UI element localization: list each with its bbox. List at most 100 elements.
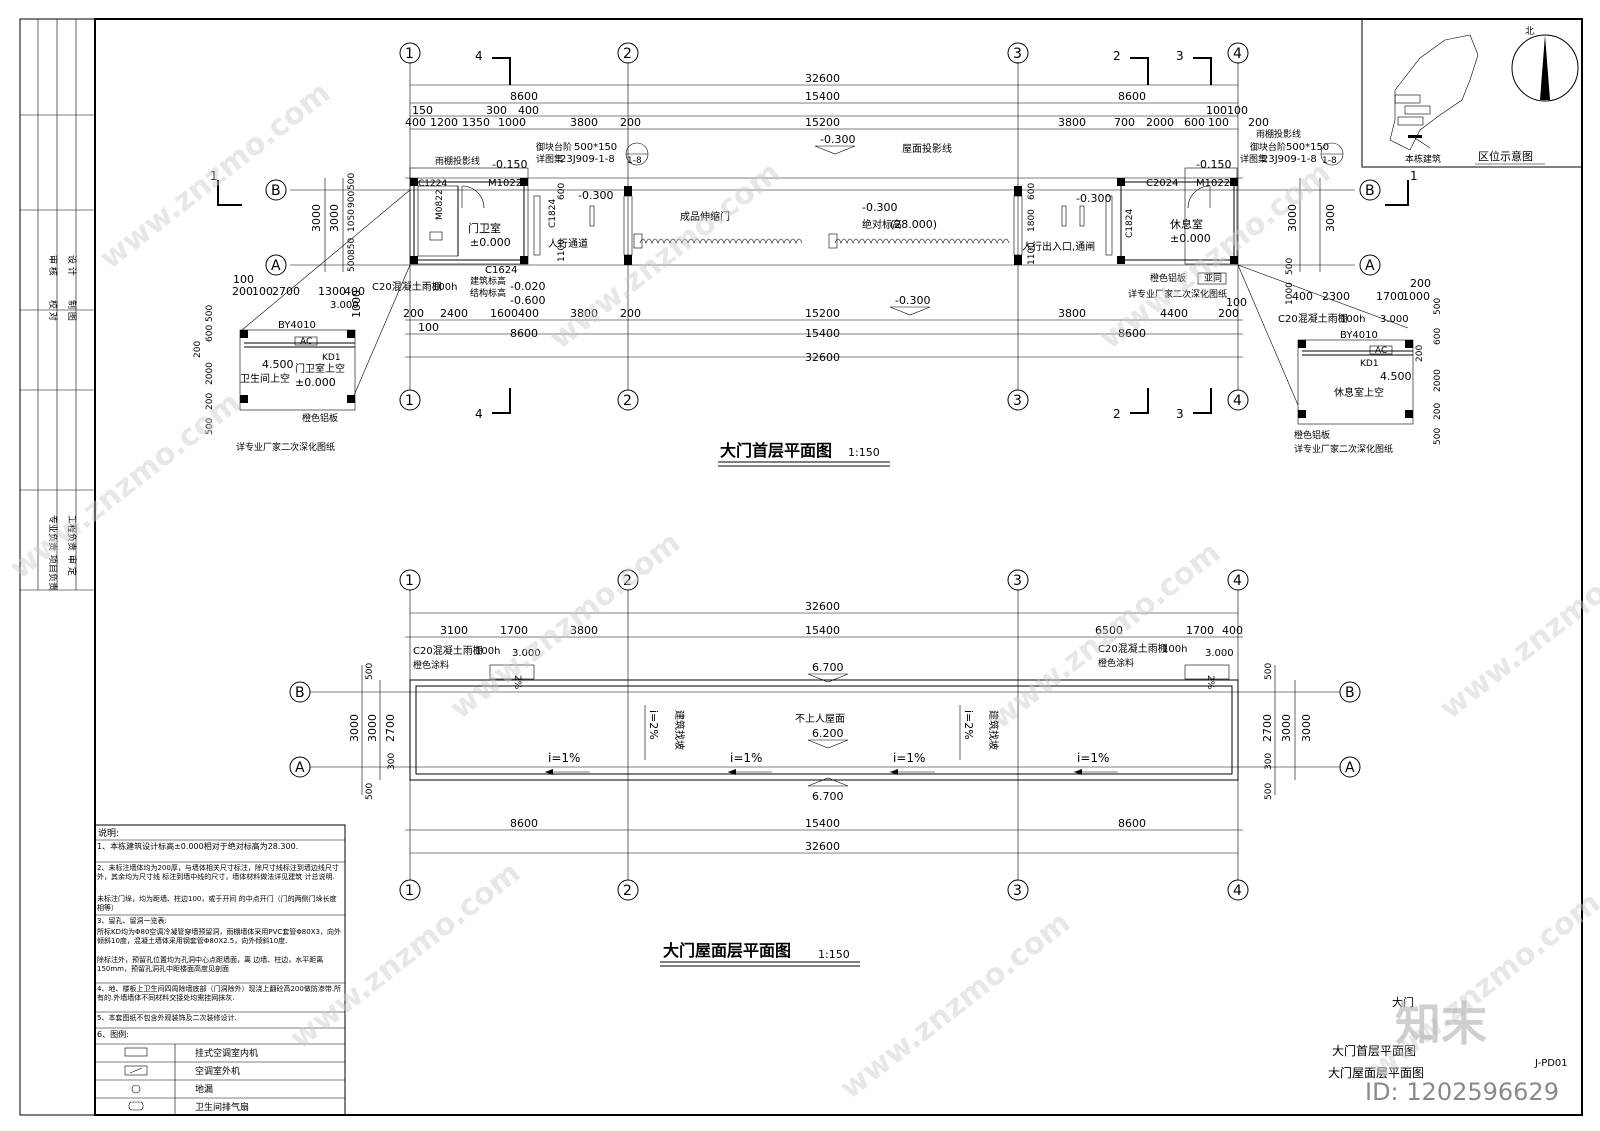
win-C1624: C1624 xyxy=(485,265,517,276)
r-axis-3-bottom: 3 xyxy=(1013,883,1022,899)
r-axis-A-left: A xyxy=(295,760,305,776)
c20-h-left: 100h xyxy=(432,282,457,293)
r-axis-B-left: B xyxy=(295,685,305,701)
p1-bot-15200: 15200 xyxy=(805,307,840,320)
axis-B-right: B xyxy=(1365,183,1375,199)
p1-bot-1600: 1600 xyxy=(490,307,518,320)
level-l-0150: -0.150 xyxy=(492,158,527,171)
r-level-bottom: 6.700 xyxy=(812,790,844,803)
r-axis-2-top: 2 xyxy=(623,573,632,589)
p1-dl2-400: 400 xyxy=(405,116,426,129)
axis-4-top: 4 xyxy=(1233,46,1242,62)
cdr-side-500b: 500 xyxy=(1433,428,1443,445)
p1-dr-100: 100 xyxy=(1208,116,1229,129)
wm-5: www.znzmo.com xyxy=(443,525,687,726)
r-bot-15400: 15400 xyxy=(805,817,840,830)
r-side-2700: 2700 xyxy=(384,714,397,742)
axis-2-top: 2 xyxy=(623,46,632,62)
r-top-overall: 32600 xyxy=(805,600,840,613)
p1-top-bay2: 15400 xyxy=(805,90,840,103)
p1-bot2-15400: 15400 xyxy=(805,327,840,340)
p1-dim-100-l: 100 xyxy=(233,273,254,286)
win-C1824-left: C1824 xyxy=(548,199,558,228)
level-r-0150: -0.150 xyxy=(1196,158,1231,171)
axis-3-bottom: 3 xyxy=(1013,393,1022,409)
tb-sheet-no: J-PD01 xyxy=(1534,1058,1568,1069)
r-slope-note-r: 建筑找坡 xyxy=(987,710,1000,750)
axis-1-bottom: 1 xyxy=(405,393,414,409)
step-left-label: 御块台阶 xyxy=(536,141,572,153)
r-i1-3: i=1% xyxy=(893,751,925,765)
wm-id: ID: 1202596629 xyxy=(1365,1078,1559,1106)
tb-left-1: 审 核 xyxy=(47,255,59,276)
wm-10: www.znzmo.com xyxy=(1363,885,1600,1086)
r-axis-4-bottom: 4 xyxy=(1233,883,1242,899)
r-c20-h-left: 100h xyxy=(475,646,500,657)
cdl-side-200b: 200 xyxy=(205,393,215,410)
p1-dr-600: 600 xyxy=(1184,116,1205,129)
r-bot-overall: 32600 xyxy=(805,840,840,853)
r-slope-l: i=2% xyxy=(647,710,660,740)
level-bottom-mid: -0.300 xyxy=(895,294,930,307)
r-side-r-300: 300 xyxy=(1264,753,1274,770)
p1-side-l-850: 850 xyxy=(347,238,357,255)
cdl-100: 100 xyxy=(252,285,273,298)
note-1: 1、本栋建筑设计标高±0.000相对于绝对标高为28.300. xyxy=(97,842,299,851)
r-axis-B-right: B xyxy=(1345,685,1355,701)
p1-bot-200b: 200 xyxy=(620,307,641,320)
p1-side-l-1050: 1050 xyxy=(347,209,357,232)
r-axis-3-top: 3 xyxy=(1013,573,1022,589)
r-bot-8600a: 8600 xyxy=(510,817,538,830)
p1-bot-400: 400 xyxy=(518,307,539,320)
tb-project: 大门 xyxy=(1392,995,1414,1009)
cdr-by: BY4010 xyxy=(1340,330,1378,341)
r-roof-level: 6.200 xyxy=(812,727,844,740)
r-c20-h-right: 100h xyxy=(1162,644,1187,655)
r-top-15400: 15400 xyxy=(805,624,840,637)
r-axis-2-bottom: 2 xyxy=(623,883,632,899)
sec-1-left: 1 xyxy=(210,169,218,183)
cdl-side-200: 200 xyxy=(193,341,203,358)
r-orange-l: 橙色涂料 xyxy=(413,659,449,671)
r-c20-left: C20混凝土雨棚 xyxy=(413,644,483,657)
sec-4-bottom: 4 xyxy=(475,407,483,421)
r-slope-note-l: 建筑找坡 xyxy=(673,710,686,750)
p1-bot-4400: 4400 xyxy=(1160,307,1188,320)
cdl-h: 4.500 xyxy=(262,358,294,371)
p1-bot-overall: 32600 xyxy=(805,351,840,364)
r-bot-8600b: 8600 xyxy=(1118,817,1146,830)
p1-dr-700: 700 xyxy=(1114,116,1135,129)
sec-4-top: 4 xyxy=(475,49,483,63)
r-side-r-500b: 500 xyxy=(1264,783,1274,800)
r-top-1700b: 1700 xyxy=(1186,624,1214,637)
cdr-c20: C20混凝土雨棚 xyxy=(1278,312,1348,325)
cdl-side-500: 500 xyxy=(205,305,215,322)
inner-frame xyxy=(94,18,1583,1116)
legend-floor-drain-icon xyxy=(131,1084,141,1094)
p1-dl-400: 400 xyxy=(518,104,539,117)
p1-bot-3800a: 3800 xyxy=(570,307,598,320)
legend-3: 地漏 xyxy=(195,1083,213,1095)
p1-dl-300: 300 xyxy=(486,104,507,117)
axis-1-top: 1 xyxy=(405,46,414,62)
guard-room: 门卫室 xyxy=(468,221,501,235)
win-C1824-right: C1824 xyxy=(1125,209,1135,238)
p1-bot2-100: 100 xyxy=(418,321,439,334)
abs-level-label: 绝对标高 xyxy=(862,218,902,231)
orange-r: 橙色铝板 xyxy=(1150,272,1186,284)
cdl-level: 3.000 xyxy=(330,300,359,311)
tb-right-1: 专业负责 xyxy=(47,515,59,551)
r-level-300-r: 3.000 xyxy=(1205,648,1234,659)
note-3b: 除标注外，预留孔位置均为孔洞中心点距墙面，离 边墙、柱边，水平距离150mm，预… xyxy=(97,956,324,973)
r-level-300-l: 3.000 xyxy=(512,648,541,659)
sec-3-bottom: 3 xyxy=(1176,407,1184,421)
p1-top-bay3: 8600 xyxy=(1118,90,1146,103)
cdr-rest-above: 休息室上空 xyxy=(1334,386,1384,399)
this-building-label: 本栋建筑 xyxy=(1405,153,1441,165)
canopy-detail-right: 200 400 2300 1700 1000 C20混凝土雨棚 100h 3.0… xyxy=(1237,264,1443,455)
axis-3-top: 3 xyxy=(1013,46,1022,62)
note-2: 2、未标注墙体均为200厚，与墙体相关尺寸标注，除尺寸线标注到墙边线尺寸外，其余… xyxy=(97,864,339,881)
rest-level: ±0.000 xyxy=(1170,232,1211,245)
win-C2024: C2024 xyxy=(1146,178,1178,189)
p1-side-r-500: 500 xyxy=(1285,258,1295,275)
